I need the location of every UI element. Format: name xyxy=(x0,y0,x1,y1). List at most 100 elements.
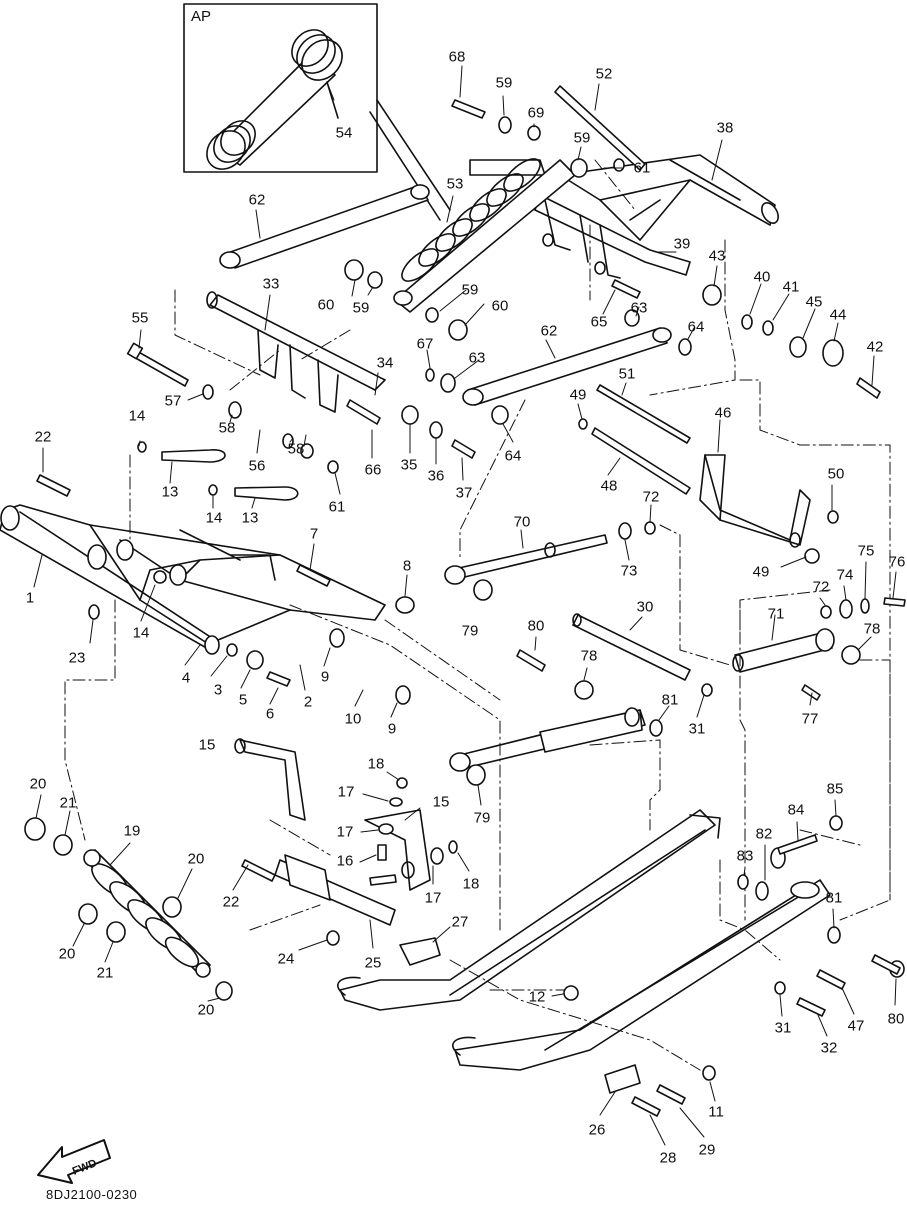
callout-28: 28 xyxy=(659,1149,677,1167)
callout-74: 74 xyxy=(836,566,854,584)
bracket-15 xyxy=(234,738,431,891)
callout-59d: 59 xyxy=(461,281,479,299)
callout-20b: 20 xyxy=(187,850,205,868)
callout-42: 42 xyxy=(866,338,884,356)
callout-17b: 17 xyxy=(336,823,354,841)
callout-63b: 63 xyxy=(468,349,486,367)
callout-49a: 49 xyxy=(569,386,587,404)
callout-48: 48 xyxy=(600,477,618,495)
callout-39: 39 xyxy=(673,235,691,253)
stop-26 xyxy=(604,1064,641,1094)
callout-20d: 20 xyxy=(197,1001,215,1019)
callout-79b: 79 xyxy=(473,809,491,827)
inset-label: AP xyxy=(191,8,212,25)
callout-20a: 20 xyxy=(29,775,47,793)
callout-67: 67 xyxy=(416,335,434,353)
callout-62a: 62 xyxy=(248,191,266,209)
callout-17a: 17 xyxy=(337,783,355,801)
callout-44: 44 xyxy=(829,306,847,324)
callout-58b: 58 xyxy=(287,440,305,458)
ski-front xyxy=(337,809,721,1011)
bolt-55 xyxy=(131,349,189,387)
callout-55: 55 xyxy=(131,309,149,327)
callout-9a: 9 xyxy=(320,668,330,686)
callout-22a: 22 xyxy=(34,428,52,446)
callout-63a: 63 xyxy=(630,299,648,317)
callout-59a: 59 xyxy=(495,74,513,92)
rod-70 xyxy=(449,534,608,581)
spring-13a xyxy=(161,449,226,463)
shaft-30 xyxy=(572,614,691,681)
callout-8: 8 xyxy=(402,557,412,575)
inset-frame xyxy=(183,3,378,173)
callout-70: 70 xyxy=(513,513,531,531)
callout-46: 46 xyxy=(714,404,732,422)
callout-52: 52 xyxy=(595,65,613,83)
spring-13b xyxy=(234,486,299,501)
callout-49b: 49 xyxy=(752,563,770,581)
callout-85: 85 xyxy=(826,780,844,798)
callout-64a: 64 xyxy=(687,318,705,336)
bracket-46 xyxy=(699,454,811,548)
fwd-arrow-icon: FWD xyxy=(37,1139,111,1184)
callout-16: 16 xyxy=(336,852,354,870)
callout-13a: 13 xyxy=(161,483,179,501)
callout-23: 23 xyxy=(68,649,86,667)
callout-15b: 15 xyxy=(432,793,450,811)
callout-66: 66 xyxy=(364,461,382,479)
callout-27: 27 xyxy=(451,913,469,931)
small-hardware xyxy=(24,116,905,1081)
bracket-33 xyxy=(206,291,386,413)
callout-76: 76 xyxy=(888,553,906,571)
callout-29: 29 xyxy=(698,1141,716,1159)
callout-25: 25 xyxy=(364,954,382,972)
callout-69: 69 xyxy=(527,104,545,122)
callout-72a: 72 xyxy=(642,488,660,506)
callout-45: 45 xyxy=(805,293,823,311)
callout-83: 83 xyxy=(736,847,754,865)
bolt-51 xyxy=(596,384,691,444)
callout-81b: 81 xyxy=(825,889,843,907)
callout-50: 50 xyxy=(827,465,845,483)
bracket-39 xyxy=(534,194,691,279)
callout-78b: 78 xyxy=(863,620,881,638)
callout-41: 41 xyxy=(782,278,800,296)
shock-absorber-53 xyxy=(393,158,576,313)
bolts xyxy=(36,99,906,1117)
callout-18a: 18 xyxy=(367,755,385,773)
callout-37: 37 xyxy=(455,484,473,502)
callout-31b: 31 xyxy=(774,1019,792,1037)
callout-36: 36 xyxy=(427,467,445,485)
callout-60b: 60 xyxy=(491,297,509,315)
callout-64b: 64 xyxy=(504,447,522,465)
boot-part-54 xyxy=(206,29,343,170)
callout-14a: 14 xyxy=(128,407,146,425)
front-shock-19 xyxy=(83,849,211,978)
stop-27 xyxy=(399,937,441,966)
callout-13b: 13 xyxy=(241,509,259,527)
construction-lines xyxy=(64,159,891,1071)
callout-43: 43 xyxy=(708,247,726,265)
callout-65: 65 xyxy=(590,313,608,331)
callout-30: 30 xyxy=(636,598,654,616)
callout-21a: 21 xyxy=(59,794,77,812)
callout-62b: 62 xyxy=(540,322,558,340)
callout-18b: 18 xyxy=(462,875,480,893)
callout-20c: 20 xyxy=(58,945,76,963)
callout-72b: 72 xyxy=(812,578,830,596)
callout-9b: 9 xyxy=(387,720,397,738)
inset-leader xyxy=(376,99,451,211)
callout-5: 5 xyxy=(238,691,248,709)
callout-14c: 14 xyxy=(132,624,150,642)
callout-56: 56 xyxy=(248,457,266,475)
callout-35: 35 xyxy=(400,456,418,474)
shaft-48 xyxy=(591,427,691,495)
callout-68: 68 xyxy=(448,48,466,66)
callout-34: 34 xyxy=(376,354,394,372)
callout-inset-part: 54 xyxy=(335,124,353,142)
callout-47: 47 xyxy=(847,1017,865,1035)
callout-19: 19 xyxy=(123,822,141,840)
callout-11: 11 xyxy=(708,1103,724,1121)
ski-rail xyxy=(452,879,831,1071)
callout-1: 1 xyxy=(25,589,35,607)
